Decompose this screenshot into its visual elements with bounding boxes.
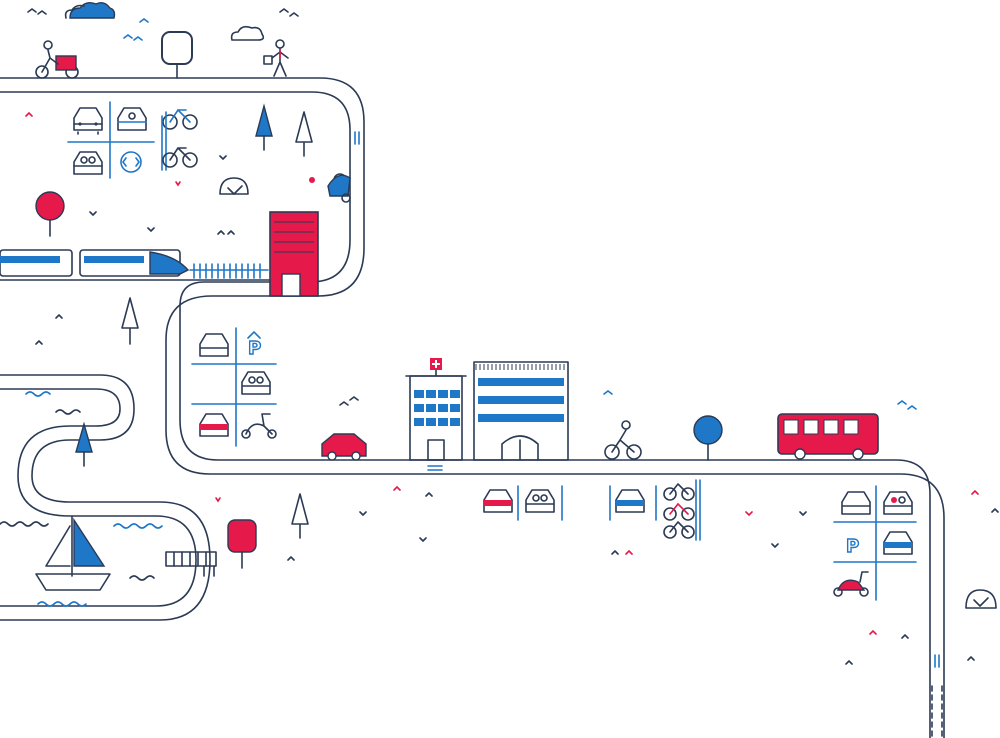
bus-icon (777, 413, 879, 460)
bush-icon (219, 177, 249, 195)
car-icon (199, 333, 229, 357)
cargo-bike-icon (35, 40, 79, 79)
carpool-icon (525, 489, 555, 513)
bush-icon (965, 589, 997, 609)
bicycle-icon (161, 108, 198, 171)
office-building-icon (269, 211, 319, 297)
tree-icon (295, 111, 313, 157)
tree-icon (35, 191, 65, 237)
parking-grid-mid (191, 327, 277, 447)
parking-grid-top (67, 101, 155, 179)
tree-icon (255, 103, 273, 151)
tree-icon (161, 31, 193, 79)
svg-text:P: P (248, 338, 261, 359)
svg-text:P: P (846, 536, 859, 557)
motorcycle-rider-icon (309, 173, 351, 203)
tree-icon (693, 415, 723, 461)
cloud-icon (230, 25, 265, 41)
parking-sign-icon: P (247, 330, 262, 360)
car-sharing-icon (120, 151, 142, 173)
bicycle-icon (162, 147, 198, 168)
tree-icon (75, 421, 93, 467)
bicycle-rack-icon (663, 479, 701, 541)
winding-road (0, 77, 945, 738)
carpool-icon (117, 107, 147, 131)
scooter-icon (833, 571, 869, 597)
car-icon (321, 433, 367, 461)
carpool-icon (615, 489, 645, 513)
office-building-icon (473, 361, 569, 461)
train-icon (0, 249, 271, 281)
jetty-icon (165, 551, 217, 577)
cloud-icon (64, 1, 116, 19)
carpool-icon (883, 491, 913, 515)
tree-icon (121, 297, 139, 345)
tree-icon (291, 493, 309, 539)
carpool-icon (241, 371, 271, 395)
car-icon (483, 489, 513, 513)
car-icon (841, 491, 871, 515)
birds (27, 8, 917, 410)
scooter-icon (241, 413, 277, 439)
parking-grid-right (833, 485, 917, 601)
tree-icon (227, 519, 257, 569)
parking-sign-icon: P (845, 535, 860, 557)
car-icon (73, 107, 103, 135)
sailboat-icon (35, 515, 111, 591)
carpool-icon (73, 151, 103, 175)
cyclist-icon (604, 420, 642, 460)
car-icon (199, 413, 229, 437)
pedestrian-icon (263, 39, 289, 77)
hospital-icon (405, 358, 467, 461)
car-icon (883, 531, 913, 555)
